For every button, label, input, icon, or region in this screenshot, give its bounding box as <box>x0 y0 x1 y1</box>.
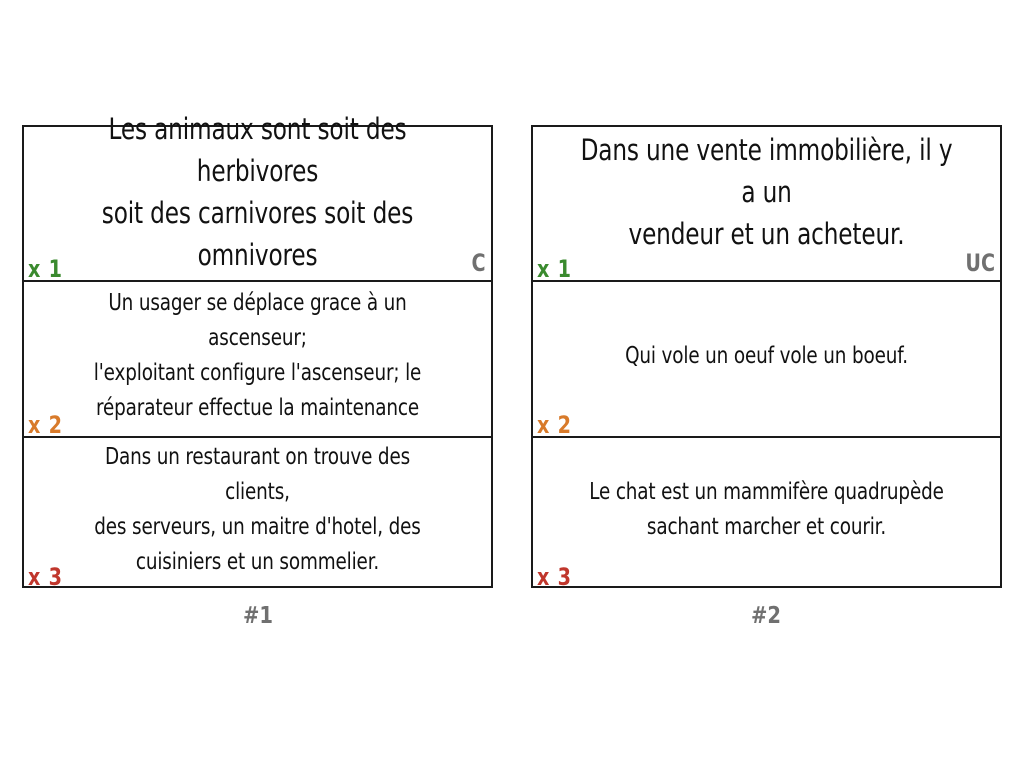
multiplier-label: x 1 <box>28 255 63 283</box>
multiplier-label: x 3 <box>537 563 572 591</box>
card-2: Dans une vente immobilière, il y a un ve… <box>531 125 1002 591</box>
statement-text: Dans une vente immobilière, il y a un ve… <box>580 132 953 251</box>
card-1-statement-1: Les animaux sont soit des herbivores soi… <box>24 112 491 284</box>
card-2-statement-1: Dans une vente immobilière, il y a un ve… <box>533 127 1000 284</box>
statement-text: Le chat est un mammifère quadrupède sach… <box>589 479 944 540</box>
statement-text: Dans un restaurant on trouve des clients… <box>94 444 421 575</box>
card-1-statement-2: Un usager se déplace grace à un ascenseu… <box>24 280 491 439</box>
multiplier-label: x 3 <box>28 563 63 591</box>
card-2-statement-3: Le chat est un mammifère quadrupède sach… <box>533 436 1000 591</box>
card-number-label: #1 <box>243 603 273 629</box>
card-1-statement-3: Dans un restaurant on trouve des clients… <box>24 436 491 591</box>
multiplier-label: x 2 <box>28 411 63 439</box>
statement-text: Les animaux sont soit des herbivores soi… <box>101 111 414 272</box>
card-2-statement-2: Qui vole un oeuf vole un boeuf. x 2 <box>533 280 1000 439</box>
card-category-tag: UC <box>965 249 995 277</box>
multiplier-label: x 1 <box>537 255 572 283</box>
card-number-label: #2 <box>751 603 781 629</box>
statement-text: Qui vole un oeuf vole un boeuf. <box>625 342 908 369</box>
multiplier-label: x 2 <box>537 411 572 439</box>
card-category-tag: C <box>471 249 486 277</box>
statement-text: Un usager se déplace grace à un ascenseu… <box>93 290 422 421</box>
card-1: Les animaux sont soit des herbivores soi… <box>22 112 493 591</box>
